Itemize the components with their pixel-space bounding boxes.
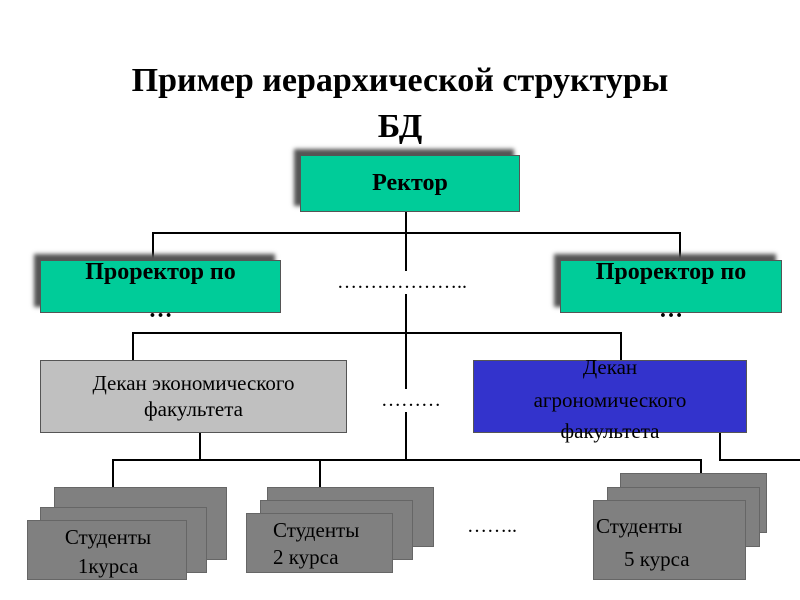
dean-econ-label-2: факультета (144, 397, 243, 421)
students-5-label-2: 5 курса (624, 547, 690, 571)
connector-line (132, 332, 134, 360)
prorector-right-label: Проректор по (595, 259, 747, 285)
dean-agro-node: Декан агрономического факультета (473, 355, 747, 443)
prorector-left-label: Проректор по (85, 259, 236, 285)
connector-line (700, 459, 702, 474)
connector-line (112, 459, 702, 461)
dean-agro-label-3: факультета (560, 419, 660, 443)
students-ellipsis: …….. (467, 515, 517, 537)
students-2-node: Студенты 2 курса (246, 513, 393, 573)
students-2-label-2: 2 курса (273, 545, 339, 569)
prorector-left-label-2: … (148, 297, 173, 323)
deans-ellipsis: ……… (381, 389, 441, 412)
connector-line (112, 459, 114, 487)
trunk-line (405, 212, 407, 460)
students-5-node: Студенты 5 курса (593, 500, 746, 580)
prorectors-ellipsis: ……………….. (335, 271, 469, 294)
rector-label: Ректор (372, 170, 448, 196)
prorector-left-node: Проректор по … (40, 259, 281, 323)
dean-agro-label-2: агрономического (533, 388, 687, 412)
connector-line (319, 459, 321, 487)
title-line-2: БД (377, 108, 423, 145)
prorector-right-label-2: … (659, 297, 683, 323)
students-1-label: Студенты (64, 525, 152, 549)
connector-line (152, 232, 681, 234)
dean-econ-node: Декан экономического факультета (40, 360, 347, 433)
dean-agro-label: Декан (582, 355, 638, 379)
prorector-right-node: Проректор по … (560, 259, 782, 323)
connector-line (719, 433, 721, 460)
dean-econ-label: Декан экономического (92, 371, 295, 395)
students-1-label-2: 1курса (77, 554, 139, 578)
connector-line (679, 232, 681, 260)
connector-line (132, 332, 622, 334)
students-5-label: Студенты (596, 514, 683, 538)
connector-line (719, 459, 800, 461)
rector-node: Ректор (300, 155, 520, 212)
students-1-node: Студенты 1курса (27, 520, 187, 580)
connector-line (199, 433, 201, 460)
title-line-1: Пример иерархической структуры (131, 62, 669, 99)
connector-line (620, 332, 622, 360)
connector-line (152, 232, 154, 260)
students-2-label: Студенты (273, 518, 360, 542)
